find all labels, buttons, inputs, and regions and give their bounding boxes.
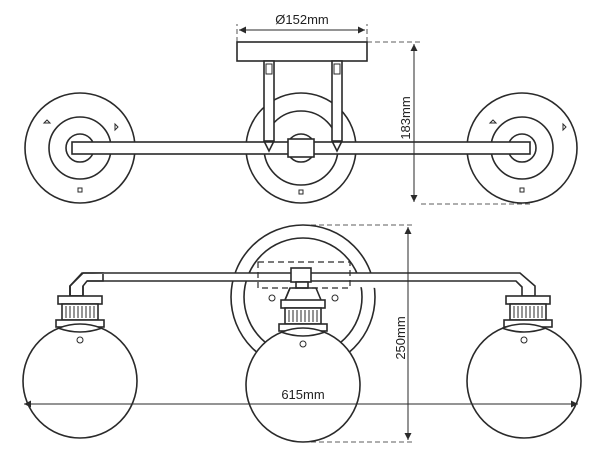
top-view (24, 41, 578, 204)
left-lamp (22, 295, 138, 439)
height-label: 250mm (393, 316, 408, 359)
depth-label: 183mm (398, 96, 413, 139)
arm-plan (71, 138, 531, 158)
canopy-diameter-label: Ø152mm (275, 12, 328, 27)
depth-dimension: 183mm (367, 41, 530, 205)
right-lamp (466, 295, 582, 439)
width-dimension: 615mm (24, 387, 578, 408)
front-view (22, 224, 582, 443)
mounting-bracket (257, 261, 351, 301)
canopy-diameter-dimension: Ø152mm (236, 12, 368, 42)
middle-lamp (245, 299, 361, 443)
width-label: 615mm (281, 387, 324, 402)
canopy-plan (236, 41, 368, 153)
